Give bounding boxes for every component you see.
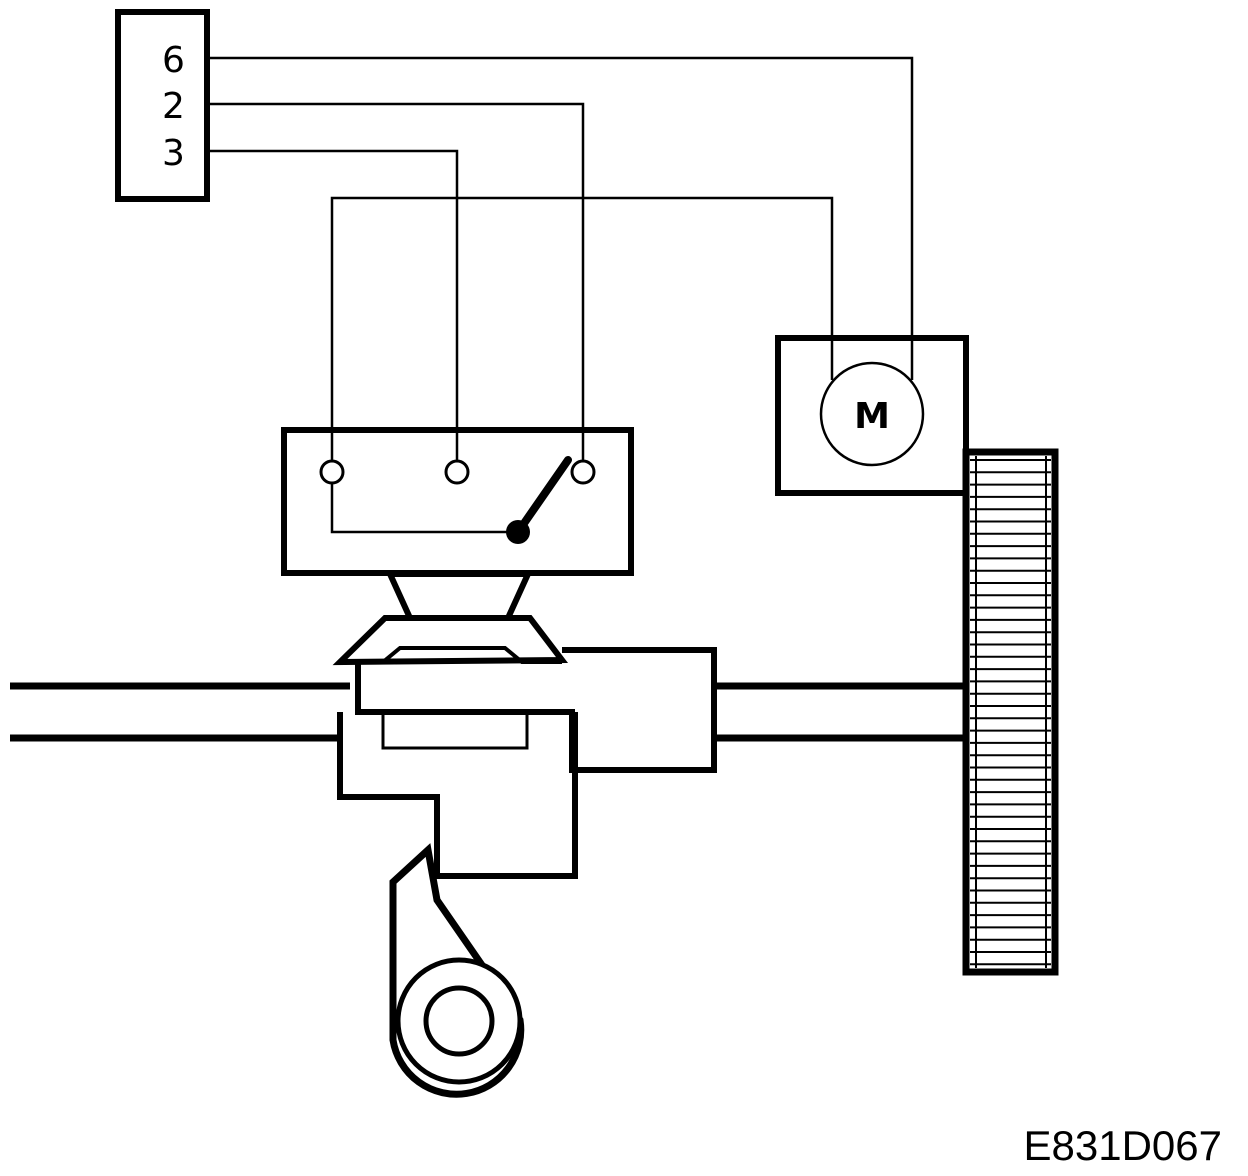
wire-switch-to-motor [330,196,834,462]
wire-pin-6 [207,56,914,380]
switch-common-wire [330,483,518,534]
clutch-lower-housing [337,712,578,879]
switch-actuator [332,571,569,666]
gear-body [962,448,1059,976]
wire-pin-2 [207,102,585,462]
connector: 6 2 3 [115,9,210,202]
wire-pin-3 [207,149,459,462]
figure-code: E831D067 [1024,1122,1223,1169]
switch-terminal-right [570,459,596,485]
clutch-slot [381,712,529,750]
motor: M [775,335,969,496]
pin-label-3: 3 [162,133,185,174]
cam-lever [389,843,525,1098]
lever-bearing-outer [395,957,523,1085]
actuator-stem [385,571,533,621]
motor-symbol [819,361,925,467]
actuator-head [332,615,569,666]
gear [962,448,1059,976]
motor-housing [775,335,969,496]
pin-label-2: 2 [162,86,185,127]
clutch-upper-housing [355,647,717,773]
shaft [10,682,966,742]
wiring [207,56,914,462]
clutch-notch [358,646,562,664]
lever-arm [389,843,525,1098]
connector-body [115,9,210,202]
switch-pivot [506,520,530,544]
gear-teeth [970,456,1051,968]
switch-terminal-middle [444,459,470,485]
pin-label-6: 6 [162,40,185,81]
switch-contact-arm [514,456,572,536]
switch-terminal-left [319,459,345,485]
lever-bearing-inner [423,985,495,1057]
motor-label: M [854,396,890,437]
clutch-block [337,646,717,879]
